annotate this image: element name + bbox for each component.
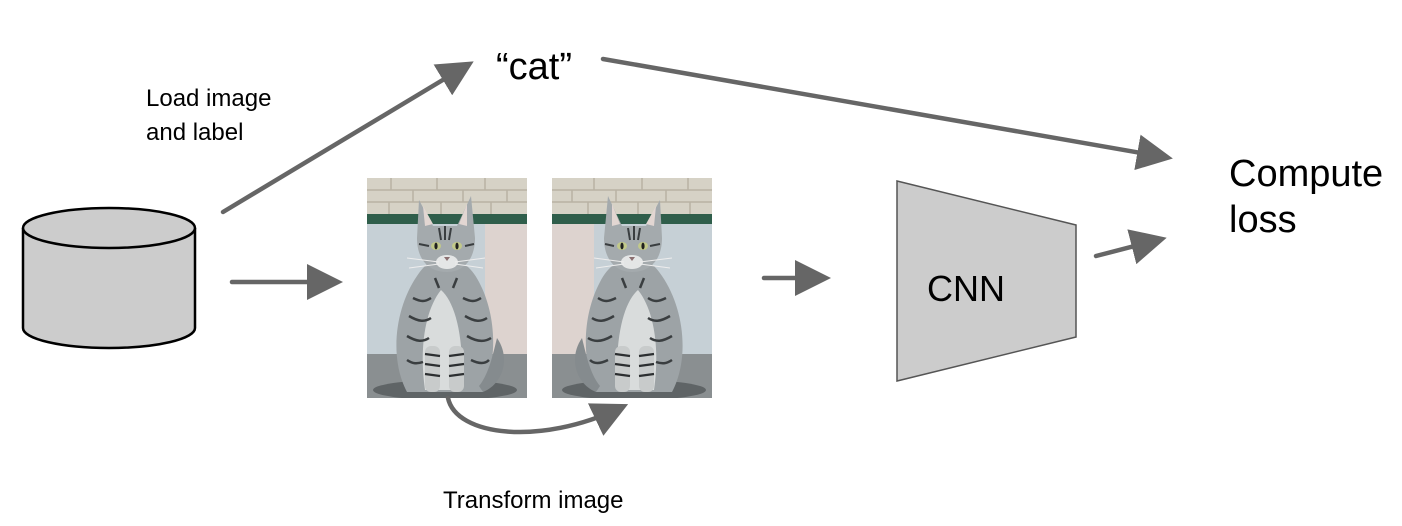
compute-label-line2: loss bbox=[1229, 199, 1297, 241]
arrow-label-to-loss bbox=[600, 56, 1173, 171]
arrow-cnn-to-loss bbox=[1093, 229, 1167, 265]
cat-label: “cat” bbox=[496, 46, 572, 88]
arrow-transform-curve bbox=[445, 395, 629, 436]
arrow-db-to-label bbox=[220, 61, 474, 215]
database-cylinder-icon bbox=[21, 206, 197, 350]
load-label-line1: Load image bbox=[146, 85, 271, 112]
cnn-block bbox=[896, 180, 1077, 382]
compute-label-line1: Compute bbox=[1229, 153, 1383, 195]
cat-image-flipped bbox=[552, 178, 712, 398]
cat-image-original bbox=[367, 178, 527, 398]
transform-label: Transform image bbox=[443, 487, 624, 514]
cnn-label: CNN bbox=[927, 268, 1005, 309]
load-label-line2: and label bbox=[146, 119, 243, 146]
